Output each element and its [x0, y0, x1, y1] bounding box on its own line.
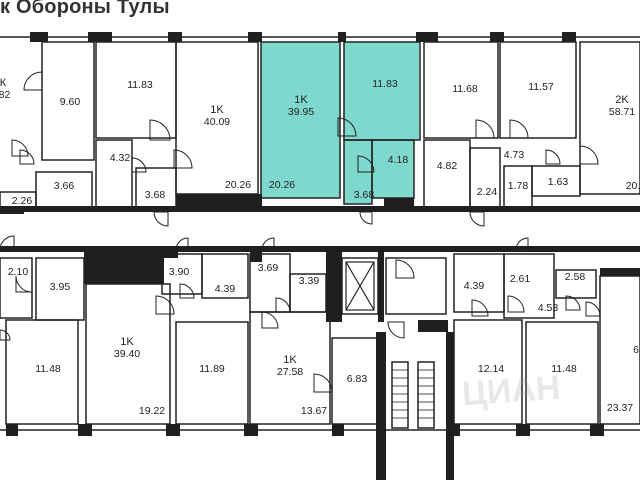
room-label: 6	[633, 344, 639, 356]
room-label: 3.69	[257, 262, 279, 274]
room-label: 3.39	[298, 275, 320, 287]
room-label: 3.90	[168, 266, 190, 278]
room-label: 12.14	[477, 363, 505, 375]
room-label: 2.58	[564, 271, 586, 283]
room-label: 11.48	[551, 363, 577, 375]
room-label: 11.57	[528, 81, 554, 93]
highlighted-apartment[interactable]	[261, 42, 419, 204]
room-label: 2.61	[509, 273, 531, 285]
door-swings	[0, 71, 601, 393]
room-label: 2.26	[11, 195, 33, 207]
staircase	[392, 369, 434, 419]
room-label: 4.73	[503, 149, 525, 161]
interior-walls	[0, 36, 640, 431]
room-label: 11.48	[35, 363, 61, 375]
room-label: К.82	[0, 77, 11, 101]
room-label: 3.95	[49, 281, 71, 293]
room-label: 3.66	[53, 180, 75, 192]
room-label: 4.39	[463, 280, 485, 292]
room-label: 4.39	[214, 283, 236, 295]
room-label: 19.22	[138, 405, 166, 417]
room-label: 1.78	[507, 180, 529, 192]
room-label: 11.83	[127, 79, 153, 91]
room-label: 11.83	[372, 78, 398, 90]
room-label: 1.63	[547, 176, 569, 188]
room-label: 3.68	[144, 189, 166, 201]
room-label: 13.67	[300, 405, 328, 417]
room-label: 3.68	[353, 189, 375, 201]
room-label: 4.32	[109, 152, 131, 164]
room-label: 11.68	[452, 83, 478, 95]
room-label: 20.26	[224, 179, 252, 191]
room-label: 11.89	[199, 363, 225, 375]
room-label: 4.53	[537, 302, 559, 314]
room-label: 20.26	[268, 179, 296, 191]
elevator-shaft	[345, 261, 375, 311]
room-label: 4.18	[387, 154, 409, 166]
watermark: ЦИАН	[460, 368, 562, 414]
room-label: 23.37	[606, 402, 634, 414]
room-label: 9.60	[59, 96, 81, 108]
room-label: 2.24	[476, 186, 498, 198]
room-label: 2.10	[7, 266, 29, 278]
room-label: 4.82	[436, 160, 458, 172]
room-label: 6.83	[346, 373, 368, 385]
page-title: к Обороны Тулы	[0, 0, 170, 18]
room-label: 20.	[625, 180, 640, 192]
